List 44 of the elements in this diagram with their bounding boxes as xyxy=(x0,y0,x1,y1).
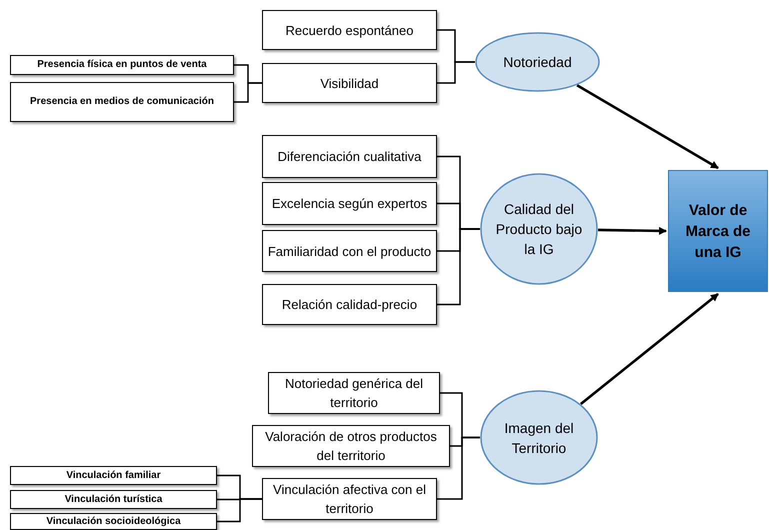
connector-line xyxy=(217,498,262,522)
factor-box xyxy=(262,182,437,225)
factor-box xyxy=(262,10,437,50)
node-text: Relación calidad-precio xyxy=(282,296,418,314)
arrow xyxy=(580,292,719,405)
node-text: Notoriedad genérica del territorio xyxy=(284,375,424,412)
node-text: Presencia física en puntos de venta xyxy=(37,58,207,72)
connector-line xyxy=(437,61,475,84)
result-box xyxy=(668,170,768,292)
subfactor-box xyxy=(10,490,217,509)
connector-line xyxy=(437,436,480,500)
factor-box xyxy=(262,63,437,103)
node-text: Diferenciación cualitativa xyxy=(278,148,422,166)
node-text: Vinculación afectiva con el territorio xyxy=(272,481,427,518)
factor-box xyxy=(262,230,437,272)
concept-ellipse xyxy=(475,32,600,92)
factor-box xyxy=(268,372,440,414)
node-text: Recuerdo espontáneo xyxy=(286,22,414,40)
node-text: Vinculación turística xyxy=(64,492,162,506)
subfactor-box xyxy=(10,55,234,75)
node-text: Presencia en medios de comunicación xyxy=(30,95,214,109)
node-text: Vinculación socioideológica xyxy=(46,514,181,528)
node-text: Notoriedad xyxy=(503,53,572,72)
connector-line xyxy=(437,228,480,306)
node-text: Valoración de otros productos del territorio xyxy=(264,428,438,465)
node-text: Excelencia según expertos xyxy=(272,195,428,213)
arrow xyxy=(576,84,719,170)
node-text: Valor de Marca de una IG xyxy=(684,200,752,262)
subfactor-box xyxy=(10,466,217,485)
factor-box xyxy=(252,425,450,467)
subfactor-box xyxy=(10,513,217,530)
node-text: Familiaridad con el producto xyxy=(268,242,432,260)
concept-ellipse xyxy=(480,173,598,285)
factor-box xyxy=(262,478,437,520)
node-text: Vinculación familiar xyxy=(66,468,161,482)
node-text: Imagen del Territorio xyxy=(503,418,575,458)
factor-box xyxy=(262,135,437,178)
factor-box xyxy=(262,284,437,325)
subfactor-box xyxy=(10,82,234,122)
node-text: Calidad del Producto bajo la IG xyxy=(494,200,584,259)
arrow xyxy=(598,226,667,235)
concept-ellipse xyxy=(480,390,598,485)
node-text: Visibilidad xyxy=(320,74,379,92)
connector-line xyxy=(234,82,262,103)
